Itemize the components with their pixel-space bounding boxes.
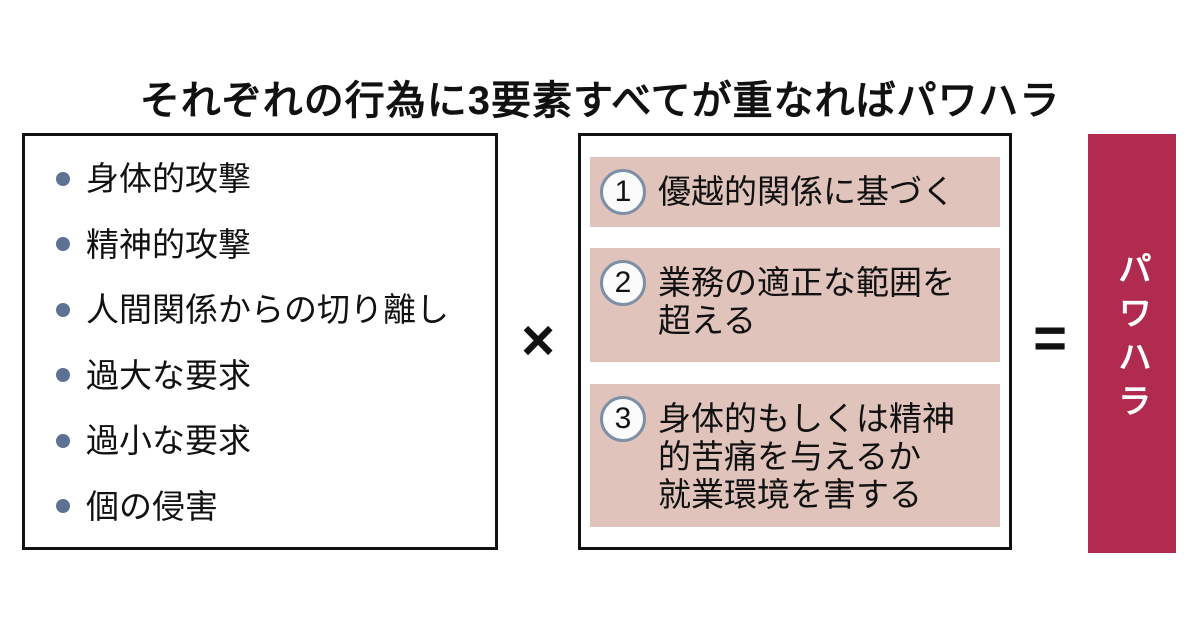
factor-text: 身体的もしくは精神 的苦痛を与えるか 就業環境を害する	[658, 400, 955, 513]
list-item-label: 人間関係からの切り離し	[86, 291, 449, 329]
factor-item-3: 3 身体的もしくは精神 的苦痛を与えるか 就業環境を害する	[590, 384, 1000, 527]
list-item: 精神的攻撃	[25, 212, 495, 278]
factor-item-1: 1 優越的関係に基づく	[590, 157, 1000, 227]
multiply-operator: ×	[521, 308, 555, 373]
bullet-icon	[56, 368, 70, 383]
list-item-label: 個の侵害	[86, 487, 218, 525]
list-item-label: 精神的攻撃	[86, 225, 251, 263]
bullet-icon	[56, 499, 70, 514]
three-elements-box: 1 優越的関係に基づく 2 業務の適正な範囲を 超える 3 身体的もしくは精神 …	[578, 133, 1012, 550]
circled-number-3: 3	[600, 396, 646, 442]
bullet-icon	[56, 433, 70, 448]
factor-text: 優越的関係に基づく	[658, 173, 955, 210]
circled-number-2: 2	[600, 260, 646, 306]
conduct-types-list: 身体的攻撃 精神的攻撃 人間関係からの切り離し 過大な要求 過小な要求 個の侵害	[25, 136, 495, 539]
bullet-icon	[56, 237, 70, 252]
list-item-label: 身体的攻撃	[86, 160, 251, 198]
conduct-types-box: 身体的攻撃 精神的攻撃 人間関係からの切り離し 過大な要求 過小な要求 個の侵害	[22, 133, 498, 550]
page-title: それぞれの行為に3要素すべてが重なればパワハラ	[139, 79, 1061, 123]
list-item: 人間関係からの切り離し	[25, 277, 495, 343]
bullet-icon	[56, 302, 70, 317]
list-item-label: 過小な要求	[86, 422, 251, 460]
list-item: 身体的攻撃	[25, 146, 495, 212]
result-label: パワハラ	[1112, 250, 1151, 427]
list-item: 個の侵害	[25, 474, 495, 540]
factor-item-2: 2 業務の適正な範囲を 超える	[590, 248, 1000, 362]
bullet-icon	[56, 171, 70, 186]
circled-number-1: 1	[600, 169, 646, 215]
list-item: 過大な要求	[25, 343, 495, 409]
result-box: パワハラ	[1088, 134, 1176, 553]
factor-text: 業務の適正な範囲を 超える	[658, 264, 955, 339]
list-item: 過小な要求	[25, 408, 495, 474]
list-item-label: 過大な要求	[86, 356, 251, 394]
equals-operator: =	[1033, 306, 1067, 371]
